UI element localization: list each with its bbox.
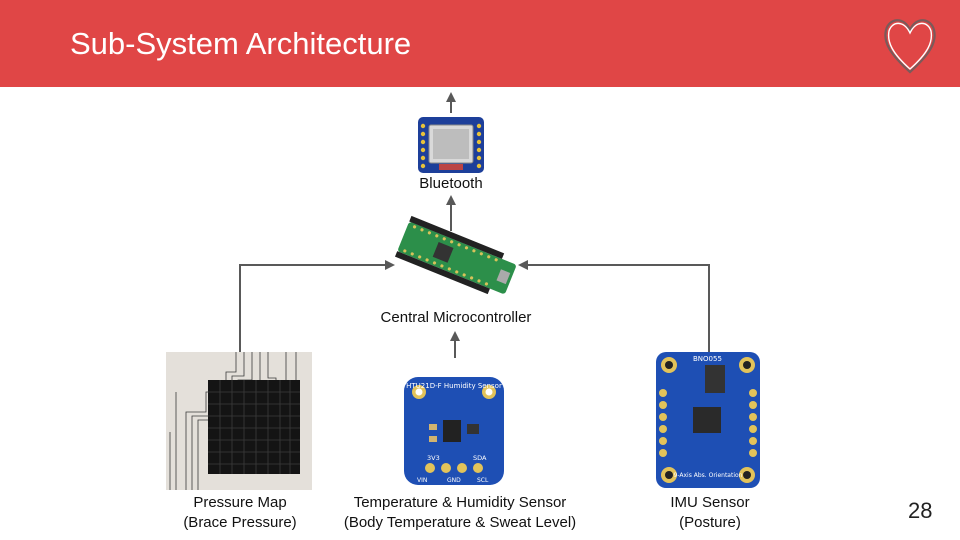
- temp-pin-gnd: GND: [447, 477, 461, 484]
- heart-icon: [884, 19, 936, 74]
- imu-label: IMU Sensor (Posture): [640, 493, 780, 533]
- temperature-humidity-title: Temperature & Humidity Sensor: [353, 494, 567, 511]
- temp-board-text: HTU21D-F Humidity Sensor: [406, 382, 502, 390]
- imu-board-text: BNO055: [693, 355, 722, 363]
- microcontroller-label: Central Microcontroller: [380, 309, 532, 326]
- imu-subtitle: (Posture): [679, 514, 741, 531]
- pressure-map-title: Pressure Map: [193, 494, 287, 511]
- title-bar: Sub-System Architecture: [0, 0, 960, 87]
- pressure-map-image: [166, 352, 312, 490]
- pressure-map-subtitle: (Brace Pressure): [183, 514, 297, 531]
- arrow-pressure-to-mcu: [239, 260, 395, 352]
- bluetooth-module-image: [418, 117, 484, 173]
- temperature-humidity-subtitle: (Body Temperature & Sweat Level): [343, 514, 577, 531]
- imu-sensor-image: BNO055 9-Axis Abs. Orientation: [656, 352, 760, 488]
- slide-title: Sub-System Architecture: [70, 26, 412, 61]
- imu-board-caption: 9-Axis Abs. Orientation: [674, 472, 743, 479]
- arrow-imu-to-mcu: [518, 260, 710, 352]
- microcontroller-board-image: [394, 215, 516, 295]
- page-number: 28: [908, 498, 933, 523]
- temp-pin-scl: SCL: [477, 477, 489, 484]
- temperature-humidity-label: Temperature & Humidity Sensor (Body Temp…: [320, 493, 600, 533]
- temp-pin-vin: VIN: [417, 477, 427, 484]
- imu-title: IMU Sensor: [670, 494, 750, 511]
- temp-pin-3v3: 3V3: [427, 454, 440, 462]
- bluetooth-label: Bluetooth: [419, 175, 483, 192]
- pressure-map-label: Pressure Map (Brace Pressure): [160, 493, 320, 533]
- temp-pin-sda: SDA: [473, 454, 487, 462]
- temperature-humidity-sensor-image: HTU21D-F Humidity Sensor 3V3 SDA VIN GND…: [404, 377, 504, 485]
